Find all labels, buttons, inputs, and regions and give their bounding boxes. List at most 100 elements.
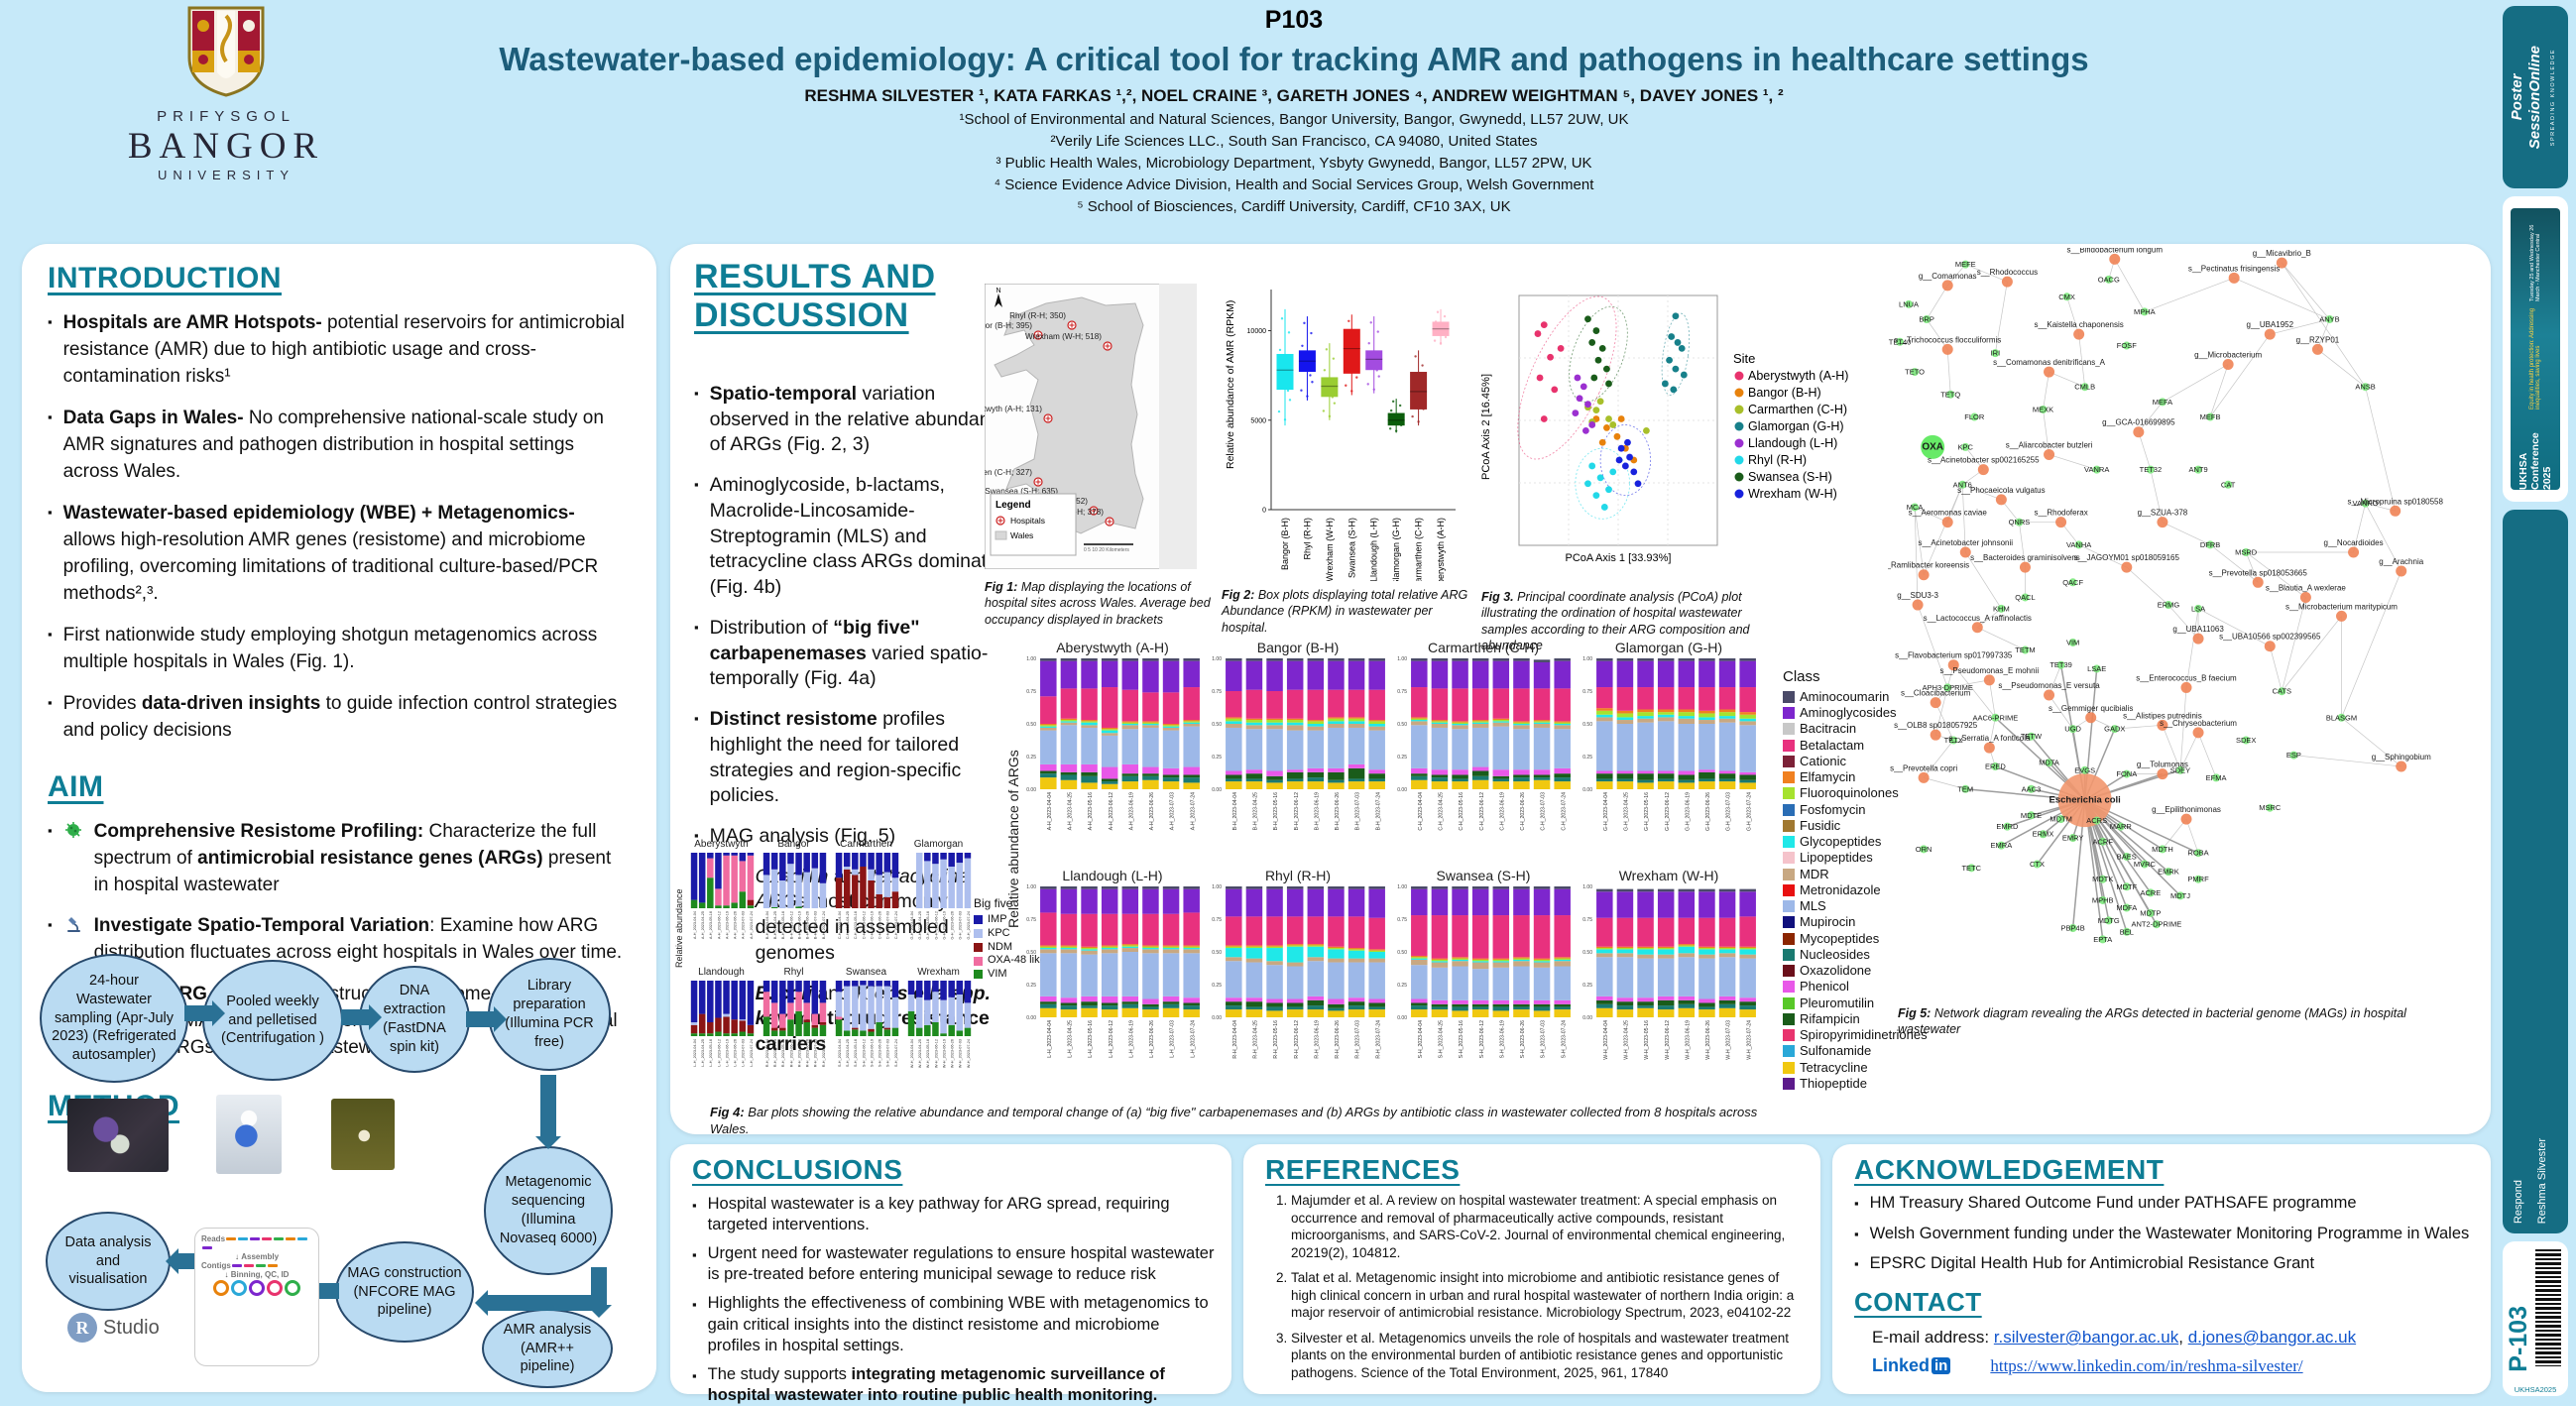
network-node-label: TETQ: [1940, 390, 1960, 399]
svg-text:0.75: 0.75: [1026, 917, 1036, 923]
svg-text:B-H_2023-05-16: B-H_2023-05-16: [1273, 792, 1279, 830]
network-node-label: s__Acinetobacter johnsonii: [1918, 538, 2013, 547]
bullet-text: Provides data-driven insights to guide i…: [62, 692, 618, 741]
svg-text:Swansea: Swansea: [846, 967, 887, 978]
network-node-label: s__Bacteroides graminisolvens: [1970, 553, 2080, 562]
conclusions-heading: CONCLUSIONS: [692, 1154, 903, 1185]
network-node-label: MEXK: [2033, 405, 2053, 413]
svg-text:R-H_2023-05-16: R-H_2023-05-16: [1273, 1020, 1279, 1059]
microbe-icon: [63, 821, 83, 899]
network-node-label: s__Ramlibacter koreensis: [1888, 561, 1969, 570]
network-node-label: g__Nocardioides: [2324, 538, 2384, 547]
svg-text:Hospitals: Hospitals: [1010, 516, 1045, 526]
svg-text:10000: 10000: [1247, 328, 1267, 335]
network-node-label: BLASGM: [2326, 713, 2357, 722]
fig4a-ylabel: Relative abundance: [674, 888, 684, 968]
legend-entry: MDR: [1783, 867, 1928, 882]
network-node-label: s__Microbacterium maritypicum: [2285, 602, 2398, 611]
svg-text:0.00: 0.00: [1026, 1015, 1036, 1021]
svg-text:A-H_2023-04-04: A-H_2023-04-04: [693, 911, 697, 939]
network-node-label: g__UBA1952: [2246, 320, 2293, 329]
svg-text:G-H_2023-07-03: G-H_2023-07-03: [959, 911, 963, 940]
network-node-label: g__Tolumonas: [2137, 761, 2188, 769]
svg-text:L-H_2023-04-04: L-H_2023-04-04: [1047, 1020, 1053, 1058]
svg-text:W-H_2023-07-03: W-H_2023-07-03: [959, 1039, 963, 1068]
email-link-2[interactable]: d.jones@bangor.ac.uk: [2187, 1328, 2357, 1347]
legend-entry: Spiropyrimidinetriones: [1783, 1027, 1928, 1043]
network-node-label: ROBA: [2187, 849, 2208, 858]
svg-text:Relative abundance of AMR (RPK: Relative abundance of AMR (RPKM): [1225, 300, 1236, 469]
svg-text:A-H_2023-06-26: A-H_2023-06-26: [734, 911, 738, 939]
bangor-crest-icon: [187, 6, 265, 97]
pipeline-bins: [201, 1279, 312, 1299]
bullet-text: Wastewater-based epidemiology (WBE) + Me…: [62, 502, 599, 604]
svg-text:1.00: 1.00: [1582, 884, 1592, 890]
bullet-text: The study supports integrating metagenom…: [707, 1364, 1165, 1404]
network-node-label: OACG: [2098, 275, 2120, 284]
legend-entry: KPC: [974, 927, 1046, 941]
svg-text:0.50: 0.50: [1582, 722, 1592, 728]
network-node-label: QACF: [2062, 578, 2083, 587]
bullet-text: Distinct resistome profiles highlight th…: [709, 708, 962, 807]
legend-entry: Aminoglycosides: [1783, 705, 1928, 721]
network-node-label: DFRB: [2200, 540, 2220, 549]
svg-text:S-H_2023-07-24: S-H_2023-07-24: [1561, 1020, 1567, 1058]
svg-text:PCoA Axis 2 [16.45%]: PCoA Axis 2 [16.45%]: [1480, 374, 1492, 480]
pcoa-legend-entry: Aberystwyth (A-H): [1748, 369, 1848, 383]
poster-code-vertical: P-103: [2505, 1306, 2532, 1372]
network-node-label: VANHA: [2066, 540, 2091, 549]
reference-item: Silvester et al. Metagenomics unveils th…: [1291, 1330, 1805, 1382]
svg-text:L-H_2023-05-16: L-H_2023-05-16: [709, 1039, 713, 1067]
linkedin-link[interactable]: https://www.linkedin.com/in/reshma-silve…: [1990, 1355, 2303, 1375]
respond-strip: Respond Reshma Silvester: [2503, 510, 2568, 1233]
network-node-label: TET40: [1889, 337, 1912, 346]
svg-text:A-H_2023-07-03: A-H_2023-07-03: [1170, 792, 1176, 830]
svg-text:R-H_2023-07-24: R-H_2023-07-24: [822, 1039, 826, 1067]
svg-text:0.00: 0.00: [1026, 787, 1036, 793]
fig4-caption: Fig 4: Bar plots showing the relative ab…: [710, 1105, 1758, 1136]
references-panel: REFERENCES Majumder et al. A review on h…: [1243, 1144, 1820, 1394]
svg-text:A-H_2023-05-16: A-H_2023-05-16: [709, 911, 713, 939]
contact-email-line: E-mail address: r.silvester@bangor.ac.uk…: [1872, 1328, 2475, 1347]
network-node-label: ANT2-DPRIME: [2131, 920, 2181, 929]
svg-text:G-H_2023-04-25: G-H_2023-04-25: [918, 911, 922, 940]
svg-text:W-H_2023-06-19: W-H_2023-06-19: [1685, 1020, 1691, 1060]
svg-text:A-H_2023-06-12: A-H_2023-06-12: [1109, 792, 1114, 830]
legend-entry: Phenicol: [1783, 979, 1928, 995]
bullet-item: ▪Spatio-temporal variation observed in t…: [694, 382, 1011, 458]
svg-text:S-H_2023-05-16: S-H_2023-05-16: [1459, 1020, 1464, 1058]
flow-arrow: [184, 1005, 212, 1021]
pcoa-legend-entry: Carmarthen (C-H): [1748, 403, 1847, 416]
network-node-label: TETM: [2015, 645, 2035, 654]
svg-text:0.25: 0.25: [1212, 755, 1222, 761]
svg-text:Aberystwyth (A-H): Aberystwyth (A-H): [1056, 640, 1169, 655]
svg-text:C-H_2023-06-12: C-H_2023-06-12: [1479, 792, 1485, 831]
svg-text:G-H_2023-04-04: G-H_2023-04-04: [910, 911, 914, 940]
fig3-pcoa: PCoA Axis 1 [33.93%]PCoA Axis 2 [16.45%]…: [1480, 294, 1848, 564]
svg-text:S-H_2023-06-26: S-H_2023-06-26: [1520, 1020, 1526, 1058]
network-node-label: s__Kaistella chaponensis: [2034, 320, 2123, 329]
svg-text:0.00: 0.00: [1212, 787, 1222, 793]
network-node-label: KHM: [1993, 604, 2010, 613]
network-node-label: MARR: [2110, 822, 2133, 831]
network-node-label: s__Blautia_A wexlerae: [2266, 583, 2346, 592]
network-node-label: s__OLB8 sp018057925: [1894, 721, 1978, 730]
email-link-1[interactable]: r.silvester@bangor.ac.uk: [1993, 1328, 2179, 1347]
svg-text:B-H_2023-07-03: B-H_2023-07-03: [814, 911, 818, 939]
map-site-label: Rhyl (R-H; 350): [1009, 311, 1066, 320]
svg-text:W-H_2023-07-24: W-H_2023-07-24: [1746, 1020, 1752, 1060]
bullet-text: Investigate Spatio-Temporal Variation: E…: [93, 915, 623, 964]
method-photo: [67, 1099, 169, 1172]
svg-text:1.00: 1.00: [1212, 884, 1222, 890]
network-node-label: s__Rhodoferax: [2034, 509, 2087, 518]
network-node-label: APH3-DPRIME: [1923, 683, 1973, 692]
svg-text:R-H_2023-05-16: R-H_2023-05-16: [781, 1039, 785, 1067]
svg-text:0.50: 0.50: [1397, 950, 1407, 956]
svg-text:S-H_2023-05-16: S-H_2023-05-16: [854, 1039, 858, 1067]
